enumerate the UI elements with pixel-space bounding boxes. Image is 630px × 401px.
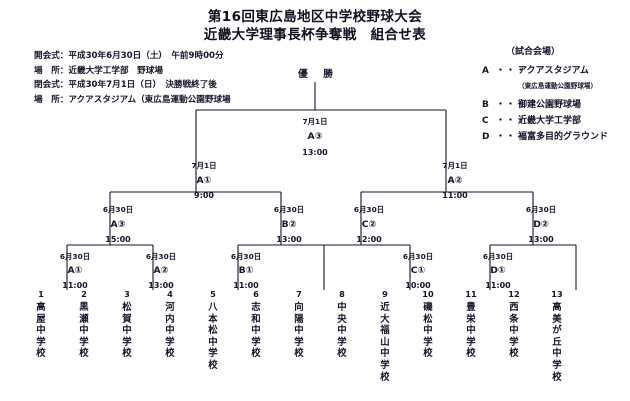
qf3-date: 6月30日 [354,205,384,214]
r1-1-date: 6月30日 [60,252,90,261]
seed-number-7: 7 [296,289,302,299]
seed-number-5: 5 [210,289,216,299]
venue-name-b: 御建公園野球場 [518,100,582,110]
r1-5-date: 6月30日 [483,252,513,261]
qf4-date: 6月30日 [526,205,556,214]
r1-5-code: D① [490,265,506,276]
venue-key-a: A [482,66,489,76]
semifinal-right-code: A② [448,175,463,186]
venue-row-d: D ・・・ 福富多目的グラウンド [482,129,608,145]
team-name-12: 西条中学校 [509,302,519,360]
seed-number-4: 4 [167,289,173,299]
r1-4-time: 10:00 [405,281,431,290]
seed-number-10: 10 [422,289,434,299]
team-name-1: 高屋中学校 [36,302,46,360]
seed-number-3: 3 [124,289,130,299]
final-time: 13:00 [302,148,328,157]
seed-number-2: 2 [81,289,87,299]
event-info-block: 開会式：平成30年6月30日（土） 午前9時00分 場 所：近畿大学工学部 野球… [34,49,231,107]
info-line-closing-ceremony: 閉会式：平成30年7月1日（日） 決勝戦終了後 [34,80,217,91]
info-line-opening-ceremony: 開会式：平成30年6月30日（土） 午前9時00分 [34,51,224,61]
venue-legend: （試合会場） A ・・・ アクアスタジアム （東広島運動公園野球場） B ・・・… [482,44,608,145]
r1-4-date: 6月30日 [403,252,433,261]
qf1-date: 6月30日 [103,205,133,214]
seed-number-11: 11 [465,289,477,299]
seed-number-13: 13 [551,289,563,299]
venue-name-c: 近畿大学工学部 [518,116,582,126]
qf2-date: 6月30日 [274,205,304,214]
venue-key-d: D [482,132,490,142]
seed-number-1: 1 [38,289,44,299]
venue-dots-b: ・・・ [496,100,527,110]
team-name-8: 中央中学校 [337,302,347,360]
semifinal-left-time: 9:00 [194,191,214,200]
venue-name-d: 福富多目的グラウンド [518,132,609,142]
r1-2-code: A② [154,265,169,276]
qf2-code: B② [282,219,297,230]
qf1-time: 15:00 [105,235,131,244]
venue-key-c: C [482,116,489,126]
qf3-code: C② [362,219,377,230]
team-name-5: 八本松中学校 [208,302,218,371]
final-date: 7月1日 [302,117,327,126]
semifinal-left-code: A① [197,175,212,186]
r1-4-code: C① [411,265,426,276]
team-name-7: 向陽中学校 [294,302,304,360]
title-line-2: 近畿大学理事長杯争奪戦 組合せ表 [203,27,427,43]
qf4-code: D② [533,219,549,230]
semifinal-left-date: 7月1日 [191,161,216,170]
team-name-4: 河内中学校 [165,302,175,360]
venue-legend-heading: （試合会場） [506,47,561,57]
info-line-closing-venue: 場 所：アクアスタジアム（東広島運動公園野球場 [34,94,231,105]
r1-3-code: B① [239,265,254,276]
venue-name-a: アクアスタジアム [518,66,589,76]
r1-2-date: 6月30日 [146,252,176,261]
r1-3-date: 6月30日 [231,252,261,261]
r1-1-code: A① [68,265,83,276]
team-name-10: 磯松中学校 [423,302,433,360]
seed-number-9: 9 [382,289,388,299]
team-name-9: 近大福山中学校 [380,302,390,383]
team-name-6: 志和中学校 [251,302,261,360]
r1-5-time: 11:00 [485,281,511,290]
venue-dots-d: ・・・ [496,132,527,142]
qf4-time: 13:00 [528,235,554,244]
venue-row-b: B ・・・ 御建公園野球場 [482,97,608,113]
r1-3-time: 11:00 [233,281,259,290]
seed-number-8: 8 [339,289,345,299]
title-line-1: 第16回東広島地区中学校野球大会 [207,9,423,25]
champion-label: 優 勝 [297,68,336,80]
semifinal-right-date: 7月1日 [442,161,467,170]
qf1-code: A③ [111,219,126,230]
team-name-2: 黒瀬中学校 [79,302,89,360]
r1-1-time: 11:00 [62,281,88,290]
venue-dots-c: ・・・ [496,116,527,126]
venue-dots-a: ・・・ [496,66,527,76]
final-code: A③ [308,131,323,142]
team-name-11: 豊栄中学校 [466,302,476,360]
page-title: 第16回東広島地区中学校野球大会 近畿大学理事長杯争奪戦 組合せ表 [0,8,630,44]
team-name-13: 高美が丘中学校 [552,302,562,383]
venue-sub-a: （東広島運動公園野球場） [518,82,598,90]
info-line-opening-venue: 場 所：近畿大学工学部 野球場 [34,65,163,76]
seed-number-6: 6 [253,289,259,299]
venue-key-b: B [482,100,489,110]
r1-2-time: 13:00 [148,281,174,290]
semifinal-right-time: 11:00 [442,191,468,200]
venue-row-c: C ・・・ 近畿大学工学部 [482,113,608,129]
qf2-time: 13:00 [276,235,302,244]
venue-row-a: A ・・・ アクアスタジアム [482,63,608,79]
seed-number-12: 12 [508,289,519,299]
team-name-3: 松賀中学校 [122,302,132,360]
qf3-time: 12:00 [356,235,382,244]
